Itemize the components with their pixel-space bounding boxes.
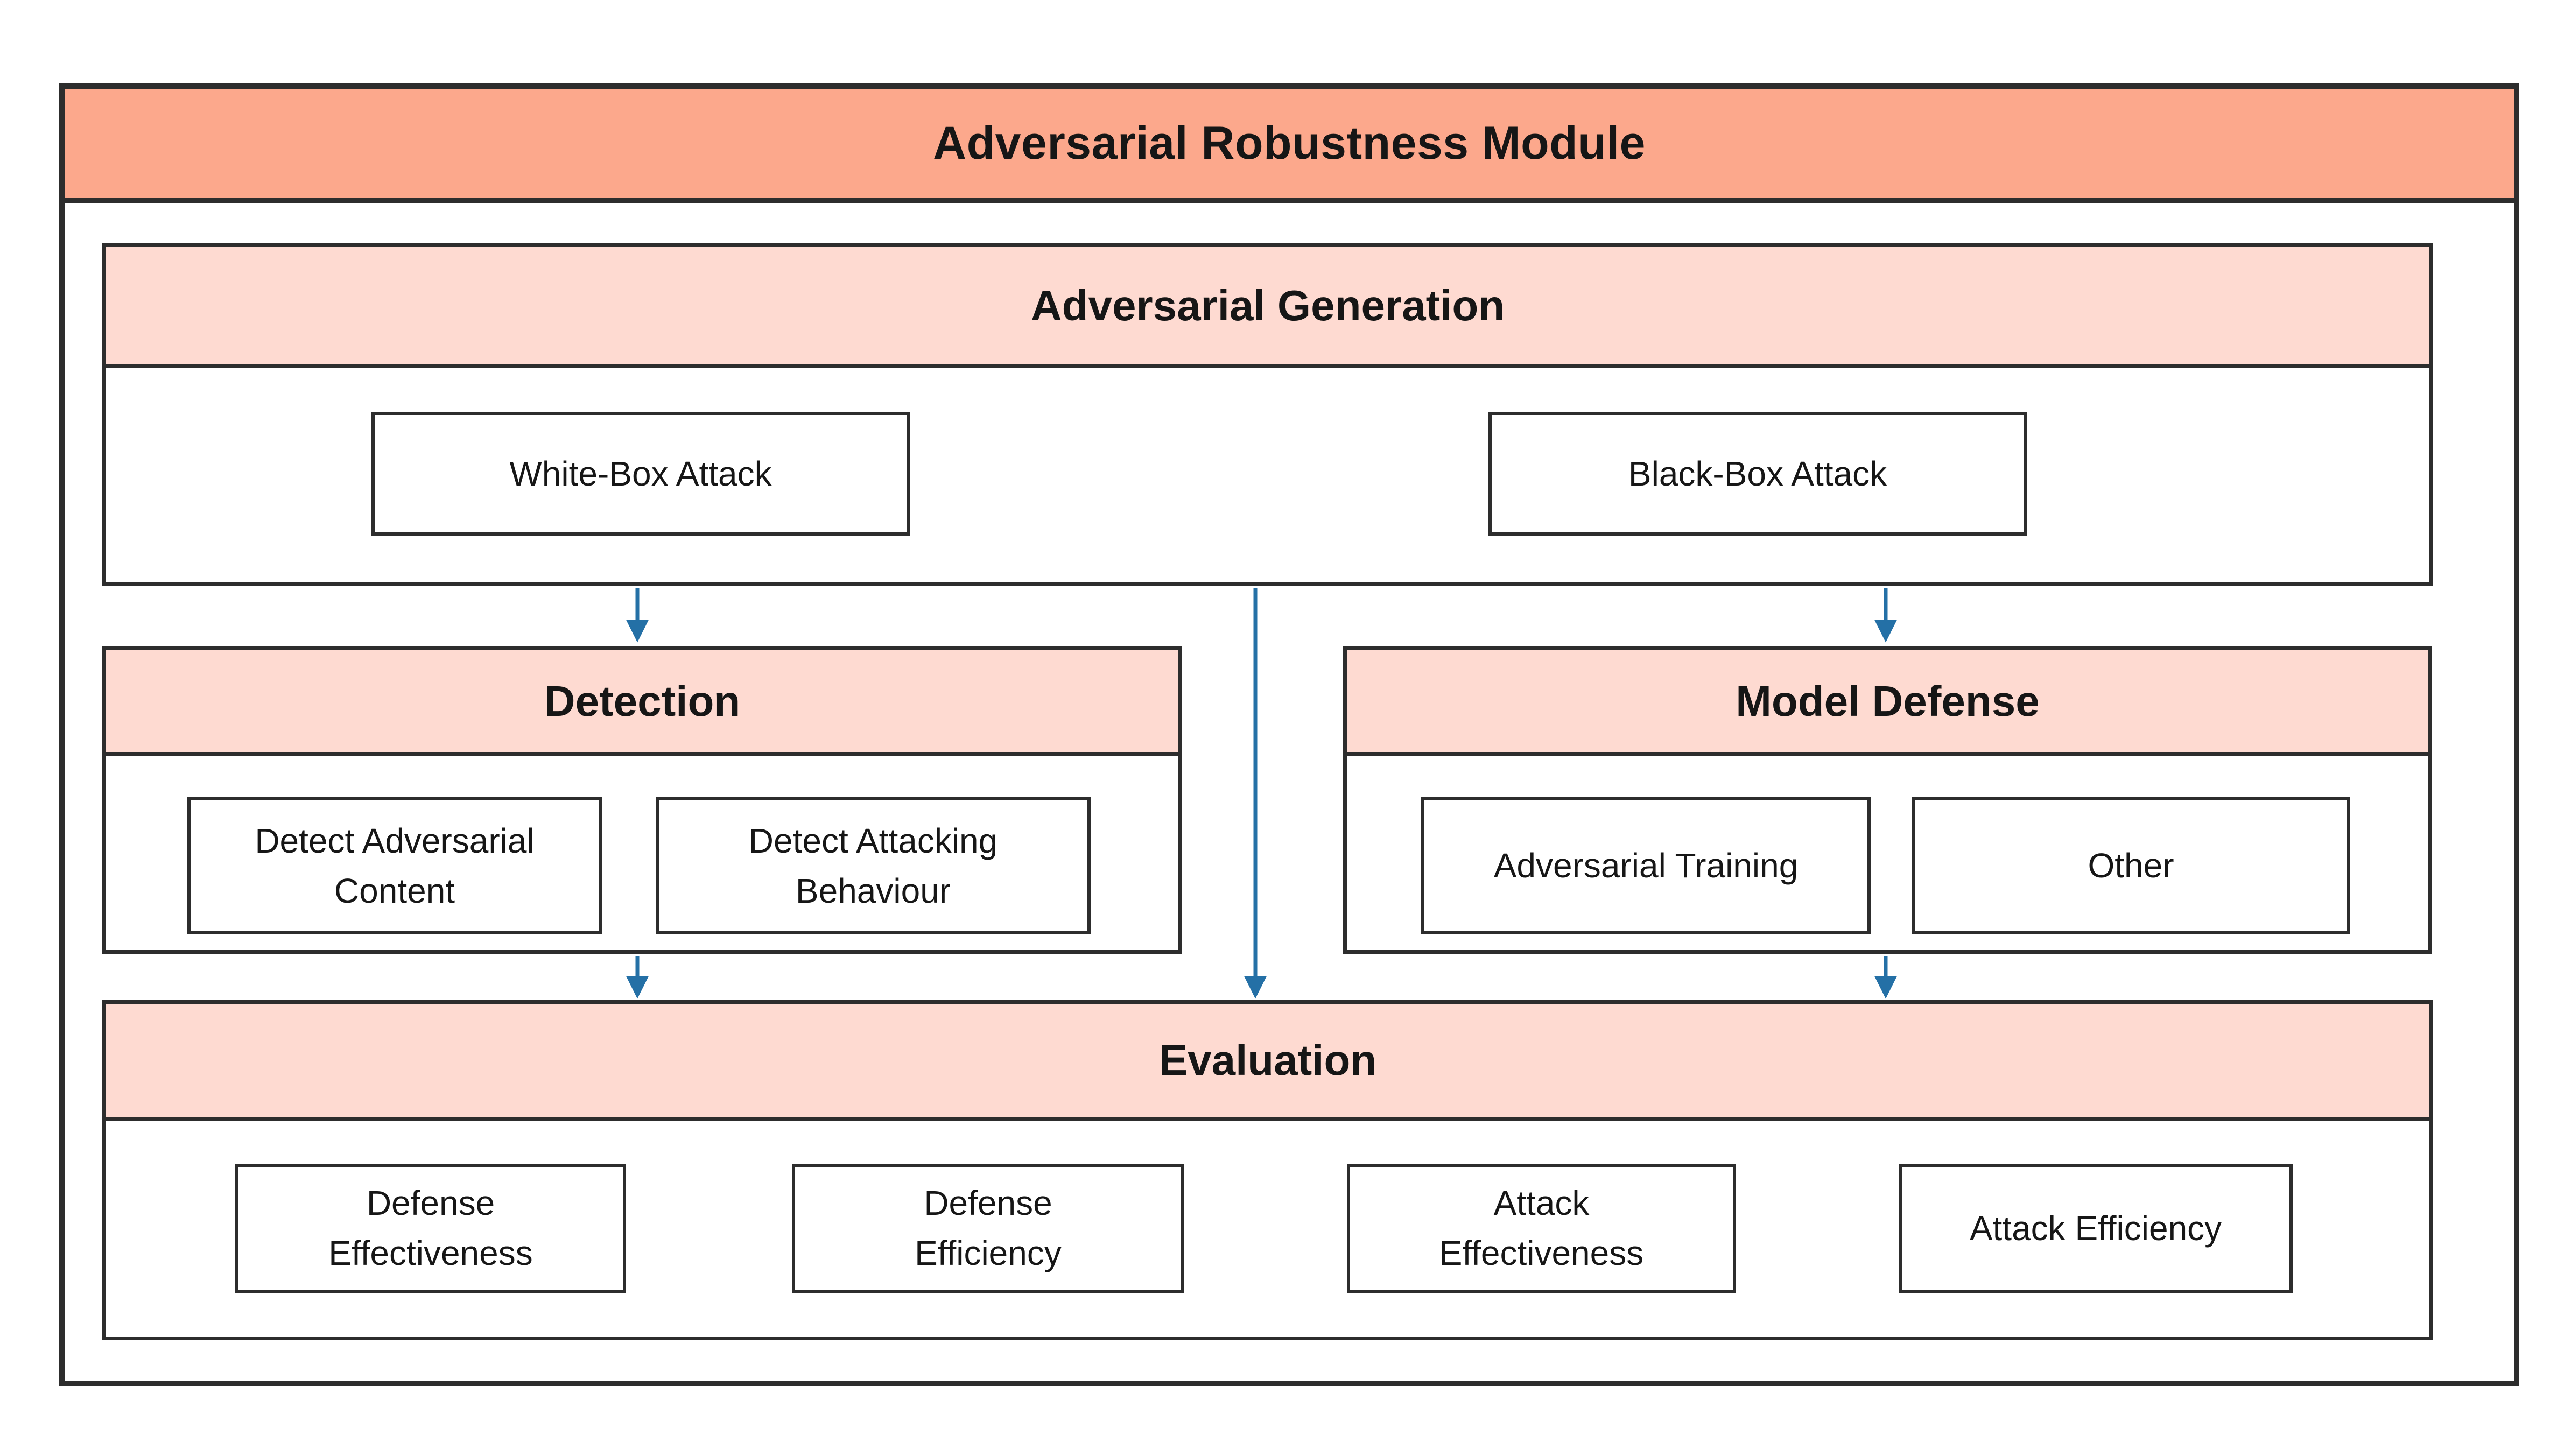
node-attack-efficiency-label: Attack Efficiency: [1969, 1208, 2222, 1248]
section-detection-header: Detection: [106, 650, 1178, 756]
node-detect-adversarial-content-label: Detect Adversarial Content: [255, 821, 535, 910]
node-other-label: Other: [2088, 846, 2174, 885]
node-detect-attacking-behaviour: Detect Attacking Behaviour: [656, 797, 1091, 934]
node-other: Other: [1912, 797, 2350, 934]
section-model-defense-header: Model Defense: [1347, 650, 2428, 756]
section-evaluation-header: Evaluation: [106, 1004, 2429, 1121]
node-adversarial-training-label: Adversarial Training: [1493, 846, 1799, 885]
node-black-box-attack: Black-Box Attack: [1488, 412, 2027, 536]
node-adversarial-training: Adversarial Training: [1421, 797, 1871, 934]
node-defense-efficiency-label: Defense Efficiency: [915, 1184, 1062, 1272]
module-title-bar: Adversarial Robustness Module: [59, 83, 2519, 203]
node-defense-effectiveness-label: Defense Effectiveness: [328, 1184, 533, 1272]
node-attack-effectiveness: Attack Effectiveness: [1347, 1164, 1736, 1293]
node-black-box-attack-label: Black-Box Attack: [1628, 454, 1887, 493]
node-defense-efficiency: Defense Efficiency: [792, 1164, 1184, 1293]
node-defense-effectiveness: Defense Effectiveness: [235, 1164, 626, 1293]
node-detect-adversarial-content: Detect Adversarial Content: [187, 797, 602, 934]
node-detect-attacking-behaviour-label: Detect Attacking Behaviour: [748, 821, 998, 910]
module-title: Adversarial Robustness Module: [933, 117, 1646, 169]
section-adversarial-generation-header: Adversarial Generation: [106, 247, 2429, 368]
node-white-box-attack-label: White-Box Attack: [509, 454, 772, 493]
node-attack-effectiveness-label: Attack Effectiveness: [1439, 1184, 1644, 1272]
node-white-box-attack: White-Box Attack: [371, 412, 910, 536]
node-attack-efficiency: Attack Efficiency: [1899, 1164, 2293, 1293]
